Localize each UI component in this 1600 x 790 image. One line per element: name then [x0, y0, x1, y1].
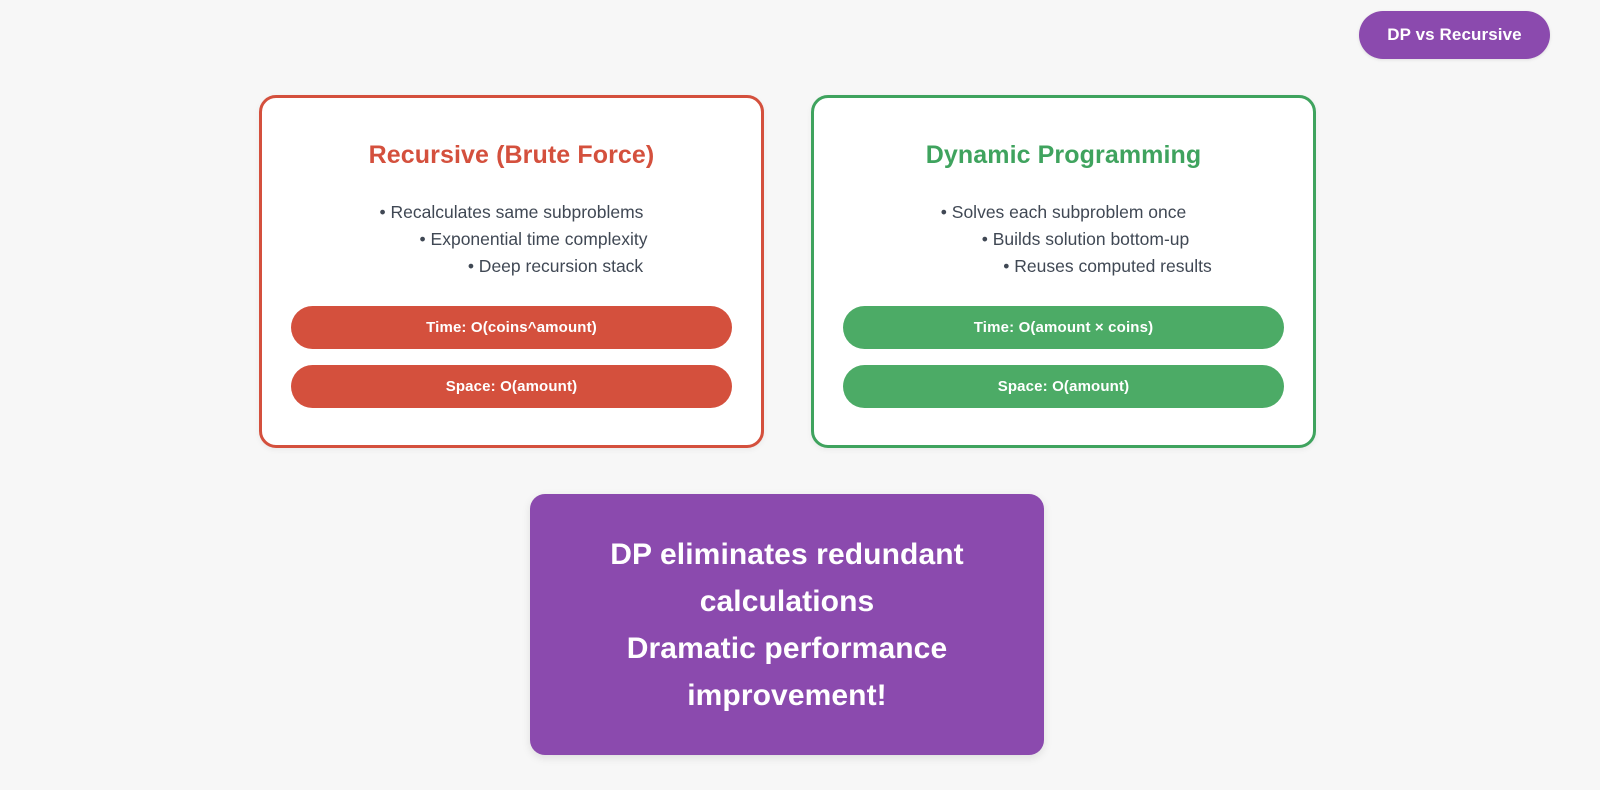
card-dynamic-programming-points: • Solves each subproblem once • Builds s…: [842, 199, 1285, 280]
card-recursive-badges: Time: O(coins^amount) Space: O(amount): [290, 306, 733, 408]
card-recursive-point-1: • Recalculates same subproblems: [379, 202, 644, 222]
card-recursive-time-badge: Time: O(coins^amount): [291, 306, 732, 349]
card-dynamic-programming: Dynamic Programming • Solves each subpro…: [811, 95, 1316, 448]
card-dynamic-programming-title: Dynamic Programming: [925, 141, 1202, 169]
card-dynamic-programming-time-badge: Time: O(amount × coins): [843, 306, 1284, 349]
card-recursive-points: • Recalculates same subproblems • Expone…: [290, 199, 733, 280]
topic-pill-label: DP vs Recursive: [1387, 25, 1522, 44]
card-recursive: Recursive (Brute Force) • Recalculates s…: [259, 95, 764, 448]
conclusion-line-2: Dramatic performance improvement!: [626, 631, 948, 712]
card-recursive-point-3: • Deep recursion stack: [467, 256, 644, 276]
card-dynamic-programming-space-badge: Space: O(amount): [843, 365, 1284, 408]
card-recursive-space-badge: Space: O(amount): [291, 365, 732, 408]
card-recursive-title: Recursive (Brute Force): [368, 141, 655, 169]
conclusion-panel: DP eliminates redundant calculations Dra…: [530, 494, 1044, 755]
comparison-cards-row: Recursive (Brute Force) • Recalculates s…: [259, 95, 1316, 448]
card-dynamic-programming-point-2: • Builds solution bottom-up: [981, 229, 1190, 249]
card-dynamic-programming-badges: Time: O(amount × coins) Space: O(amount): [842, 306, 1285, 408]
topic-pill[interactable]: DP vs Recursive: [1359, 11, 1550, 59]
card-recursive-point-2: • Exponential time complexity: [419, 229, 648, 249]
card-dynamic-programming-point-3: • Reuses computed results: [1003, 256, 1212, 276]
conclusion-line-1: DP eliminates redundant calculations: [610, 537, 964, 618]
card-dynamic-programming-point-1: • Solves each subproblem once: [940, 202, 1187, 222]
